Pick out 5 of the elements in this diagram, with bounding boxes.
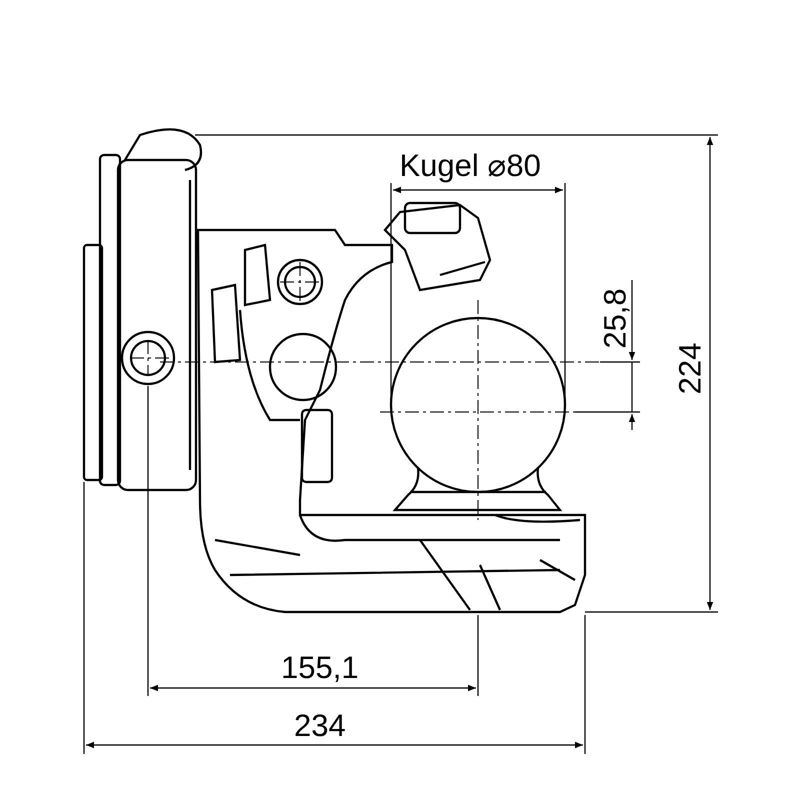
ball-diameter-label: Kugel ⌀80	[400, 150, 541, 180]
dimension-label: 234	[294, 710, 346, 740]
dimension-label: 224	[674, 342, 706, 394]
dimension-label: 155,1	[281, 652, 359, 682]
dimension-label: 25,8	[600, 288, 631, 348]
